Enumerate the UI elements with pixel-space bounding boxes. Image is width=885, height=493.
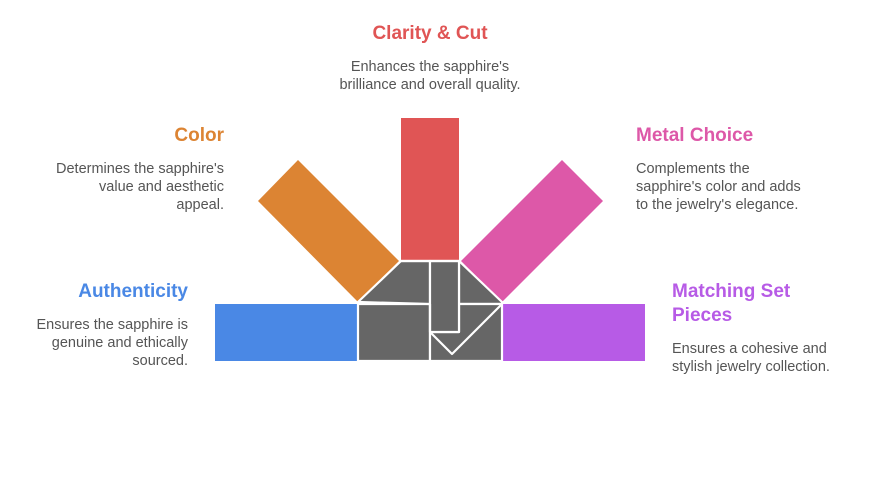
metal-choice-title: Metal Choice xyxy=(636,125,754,146)
color-description: Determines the sapphire's value and aest… xyxy=(24,160,224,214)
clarity-cut-bar xyxy=(401,118,459,261)
authenticity-description: Ensures the sapphire is genuine and ethi… xyxy=(10,316,188,370)
title-line: Matching Set xyxy=(672,281,791,302)
hub-piece-left xyxy=(356,302,432,363)
metal-choice-bar xyxy=(461,160,603,302)
clarity-cut-label: Clarity & Cut Enhances the sapphire's br… xyxy=(300,22,560,94)
color-title: Color xyxy=(174,125,224,146)
metal-choice-description: Complements the sapphire's color and add… xyxy=(636,160,856,214)
authenticity-title: Authenticity xyxy=(78,281,188,302)
desc-line: Ensures the sapphire is xyxy=(36,317,188,333)
desc-line: Complements the xyxy=(636,161,750,177)
hub xyxy=(356,259,504,363)
desc-line: appeal. xyxy=(176,197,224,213)
desc-line: genuine and ethically xyxy=(51,335,188,351)
color-label: Color Determines the sapphire's value an… xyxy=(24,124,224,214)
matching-set-title: Matching Set Pieces xyxy=(672,280,872,328)
desc-line: stylish jewelry collection. xyxy=(672,359,830,375)
desc-line: value and aesthetic xyxy=(99,179,224,195)
desc-line: sapphire's color and adds xyxy=(636,179,801,195)
color-bar xyxy=(258,160,399,302)
desc-line: Enhances the sapphire's xyxy=(350,59,510,75)
desc-line: sourced. xyxy=(132,353,188,369)
hub-inner-arrow xyxy=(428,303,503,356)
matching-set-bar xyxy=(502,304,645,361)
authenticity-bar xyxy=(215,304,358,361)
matching-set-description: Ensures a cohesive and stylish jewelry c… xyxy=(672,340,872,376)
authenticity-label: Authenticity Ensures the sapphire is gen… xyxy=(10,280,188,370)
desc-line: Ensures a cohesive and xyxy=(672,341,827,357)
matching-set-label: Matching Set Pieces Ensures a cohesive a… xyxy=(672,280,872,376)
metal-choice-label: Metal Choice Complements the sapphire's … xyxy=(636,124,856,214)
title-line: Pieces xyxy=(672,305,733,326)
hub-piece-center xyxy=(428,259,461,334)
desc-line: to the jewelry's elegance. xyxy=(636,197,799,213)
desc-line: brilliance and overall quality. xyxy=(339,77,521,93)
clarity-cut-title: Clarity & Cut xyxy=(372,23,488,44)
desc-line: Determines the sapphire's xyxy=(56,161,224,177)
clarity-cut-description: Enhances the sapphire's brilliance and o… xyxy=(300,58,560,94)
